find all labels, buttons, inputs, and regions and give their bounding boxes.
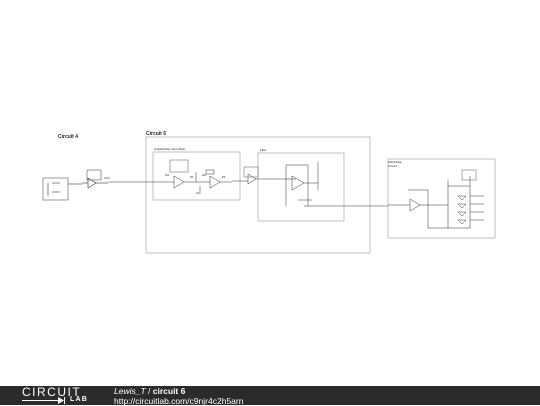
credit-separator: / <box>145 386 153 396</box>
amplification-block <box>152 151 241 201</box>
logo-wire <box>22 400 58 401</box>
amplification-label: Amplification and offset <box>154 147 185 151</box>
led-display-schematic <box>388 169 484 229</box>
amp-label-0: 10k <box>165 174 170 177</box>
led-display-label: LED Display <box>388 161 403 164</box>
amp-label-1: R1 <box>190 176 194 179</box>
circuitlab-logo: CIRCUIT LAB <box>22 385 92 405</box>
circuit5-box <box>145 136 371 254</box>
schematic-canvas: Circuit 4 Circuit 5 Amplification and of… <box>42 131 496 254</box>
circuit5-label: Circuit 5 <box>146 131 166 137</box>
circuit-url[interactable]: http://circuitlab.com/c9njr4c2h5arn <box>114 396 244 406</box>
filter-block <box>257 152 345 222</box>
circuit-credits: Lewis_T / circuit 6 http://circuitlab.co… <box>114 386 243 406</box>
amp-label-4: R3 <box>222 176 226 179</box>
amplification-component-labels: 10k R1 10k C1 R3 <box>165 174 226 195</box>
diode-icon <box>58 397 65 404</box>
footer-bar: CIRCUIT LAB Lewis_T / circuit 6 http://c… <box>0 385 540 406</box>
led-display-block <box>387 158 496 239</box>
amplification-schematic <box>160 159 232 194</box>
circuit4-label: Circuit 4 <box>58 134 78 140</box>
author-link[interactable]: Lewis_T <box>114 386 146 396</box>
led-display-sublabel: Circuit 6 <box>388 165 398 168</box>
filter-label: Filter <box>260 148 267 152</box>
amp-label-3: C1 <box>196 192 200 195</box>
circuit-title[interactable]: circuit 6 <box>152 386 186 396</box>
logo-wordmark-top: CIRCUIT <box>22 385 82 399</box>
amp-label-2: 10k <box>202 174 207 177</box>
logo-wordmark-bottom: LAB <box>70 396 88 403</box>
circuit4-schematic <box>42 169 110 201</box>
filter-schematic <box>232 162 388 207</box>
